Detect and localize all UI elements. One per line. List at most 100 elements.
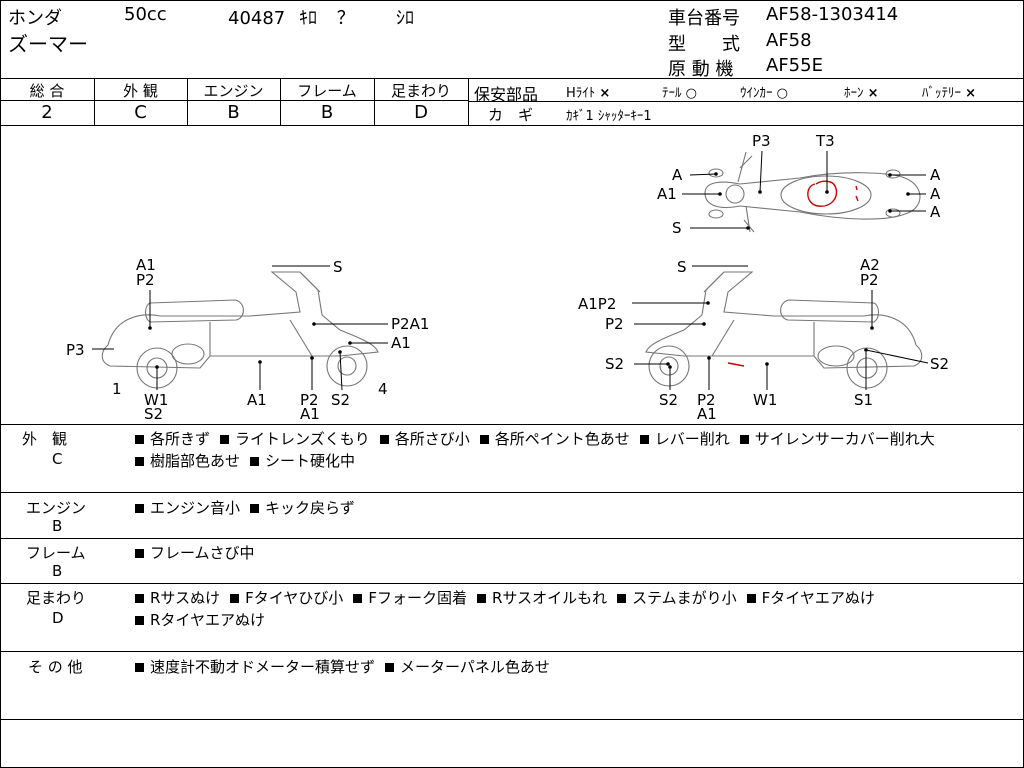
detail-item: 各所ペイント色あせ	[494, 430, 630, 448]
detail-label: エンジン	[26, 499, 87, 517]
diagram-label: A	[930, 203, 941, 221]
diagram-label: W1	[753, 391, 778, 409]
detail-items: フレームさび中	[135, 542, 265, 563]
damage-diagram	[92, 150, 929, 391]
bullet-icon	[746, 593, 756, 603]
grid-line	[0, 651, 1024, 652]
damage-mark-red	[727, 362, 745, 367]
frame-no-label: 車台番号	[668, 8, 740, 29]
detail-item: エンジン音小	[150, 499, 241, 517]
scooter-right-view	[645, 271, 923, 389]
bullet-icon	[230, 593, 240, 603]
scooter-top-view	[704, 151, 921, 233]
grade-value: 2	[41, 102, 53, 123]
bullet-icon	[479, 434, 489, 444]
diagram-label: A	[930, 166, 941, 184]
bullet-icon	[250, 456, 260, 466]
detail-item: サイレンサーカバー削れ大	[754, 430, 935, 448]
detail-label: 外 観	[22, 430, 68, 448]
mileage: 40487	[228, 8, 286, 29]
safety-item-mark: ×	[599, 86, 611, 101]
scooter-left-view	[101, 271, 379, 389]
grade-value: B	[227, 102, 240, 123]
grid-line	[94, 78, 95, 125]
grid-line	[0, 492, 1024, 493]
diagram-label: A2	[860, 256, 880, 274]
safety-item-name: ｳｲﾝｶｰ	[740, 86, 773, 101]
diagram-label: A1P2	[578, 295, 617, 313]
diagram-label: 1	[112, 380, 122, 398]
bullet-icon	[135, 434, 144, 444]
model-name: ズーマー	[8, 32, 88, 56]
diagram-label: A1	[247, 391, 267, 409]
diagram-label: A1	[657, 185, 677, 203]
detail-item: 各所きず	[150, 430, 211, 448]
diagram-label: S	[677, 258, 687, 276]
safety-item-name: ﾊﾞｯﾃﾘｰ	[922, 86, 961, 101]
engine-value: AF55E	[766, 55, 823, 76]
grid-line	[0, 424, 1024, 425]
safety-item: ﾊﾞｯﾃﾘｰ ×	[922, 82, 976, 101]
grid-line	[468, 101, 1024, 102]
safety-item: ﾃｰﾙ ○	[662, 82, 697, 101]
mileage-row: 40487 ｷﾛ ？	[228, 4, 355, 30]
grid-line	[0, 719, 1024, 720]
frame-no: AF58-1303414	[766, 4, 899, 25]
key-value: ｶｷﾞ1 ｼｬｯﾀｰｷｰ1	[566, 109, 652, 124]
grade-label: 総 合	[29, 82, 65, 100]
grade-label: フレーム	[297, 82, 357, 100]
safety-item-mark: ○	[776, 86, 788, 101]
detail-item: シート硬化中	[265, 452, 356, 470]
grid-line	[187, 78, 188, 125]
detail-items: 各所きずライトレンズくもり各所さび小各所ペイント色あせレバー削れサイレンサーカバ…	[135, 428, 945, 449]
grid-line	[0, 583, 1024, 584]
diagram-label: A1	[391, 334, 411, 352]
safety-item: ﾎｰﾝ ×	[844, 82, 879, 101]
safety-label: 保安部品	[474, 85, 539, 104]
grid-line	[0, 125, 1024, 126]
damage-mark-red	[855, 185, 859, 202]
detail-grade: C	[52, 450, 63, 468]
diagram-label: A1	[697, 405, 717, 423]
diagram-label: W1	[144, 391, 169, 409]
leader-lines	[92, 150, 929, 391]
diagram-label: A	[930, 185, 941, 203]
diagram-label: 4	[378, 380, 388, 398]
detail-grade: B	[52, 562, 63, 580]
diagram-label: P3	[66, 341, 85, 359]
detail-label: そ の 他	[28, 658, 83, 676]
bullet-icon	[385, 662, 395, 672]
grade-label: エンジン	[203, 82, 264, 100]
bullet-icon	[135, 548, 144, 558]
detail-grade: D	[52, 609, 64, 627]
bullet-icon	[135, 503, 144, 513]
diagram-label: S2	[331, 391, 351, 409]
damage-mark-red	[807, 180, 838, 207]
bullet-icon	[639, 434, 649, 444]
maker: ホンダ	[8, 8, 62, 29]
bullet-icon	[476, 593, 486, 603]
grid-line	[0, 538, 1024, 539]
bullet-icon	[135, 593, 144, 603]
bullet-icon	[617, 593, 627, 603]
detail-item: Fタイヤひび小	[245, 589, 344, 607]
type-label: 型 式	[668, 34, 740, 55]
bullet-icon	[135, 456, 144, 466]
detail-items: 速度計不動オドメーター積算せずメーターパネル色あせ	[135, 656, 560, 677]
leader-dots	[148, 172, 910, 369]
diagram-label: S	[333, 258, 343, 276]
bullet-icon	[135, 615, 144, 625]
diagram-label: A	[672, 166, 683, 184]
detail-items: Rタイヤエアぬけ	[135, 609, 275, 630]
detail-item: Fフォーク固着	[368, 589, 467, 607]
diagram-label: P2	[697, 391, 716, 409]
diagram-label: P2	[300, 391, 319, 409]
detail-item: Rサスオイルもれ	[491, 589, 608, 607]
grid-line	[0, 100, 94, 101]
mileage-unit: ｷﾛ	[299, 8, 317, 29]
safety-item-mark: ×	[965, 86, 977, 101]
grade-value: C	[134, 102, 147, 123]
grid-line	[280, 78, 281, 125]
displacement: 50cc	[124, 4, 167, 25]
